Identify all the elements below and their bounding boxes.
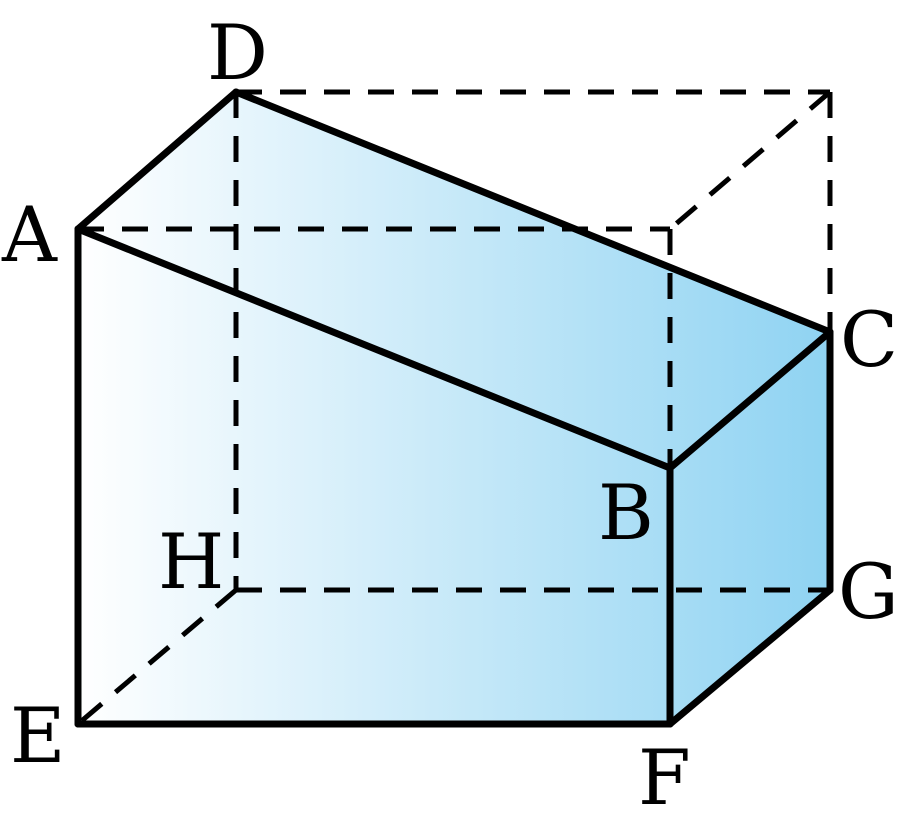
edge-F-G [666,586,834,728]
edge-B-C [666,328,834,472]
edge-D-C [232,88,834,336]
solid-fill [78,92,830,724]
vertex-label-b: B [598,468,654,557]
edge-A-B [74,225,674,472]
visible-edges [74,88,834,728]
edge-A-D [74,88,240,233]
vertex-labels: A B C D E F G H [1,8,899,822]
vertex-label-e: E [10,691,65,780]
vertex-label-f: F [638,733,691,822]
vertex-label-g: G [838,547,899,636]
dashed-edge-H-E [76,588,238,726]
dashed-edge-top-back-diagonal [668,90,832,231]
vertex-label-d: D [207,8,268,97]
vertex-label-h: H [158,517,224,606]
vertex-label-c: C [840,295,898,384]
vertex-label-a: A [1,190,58,279]
